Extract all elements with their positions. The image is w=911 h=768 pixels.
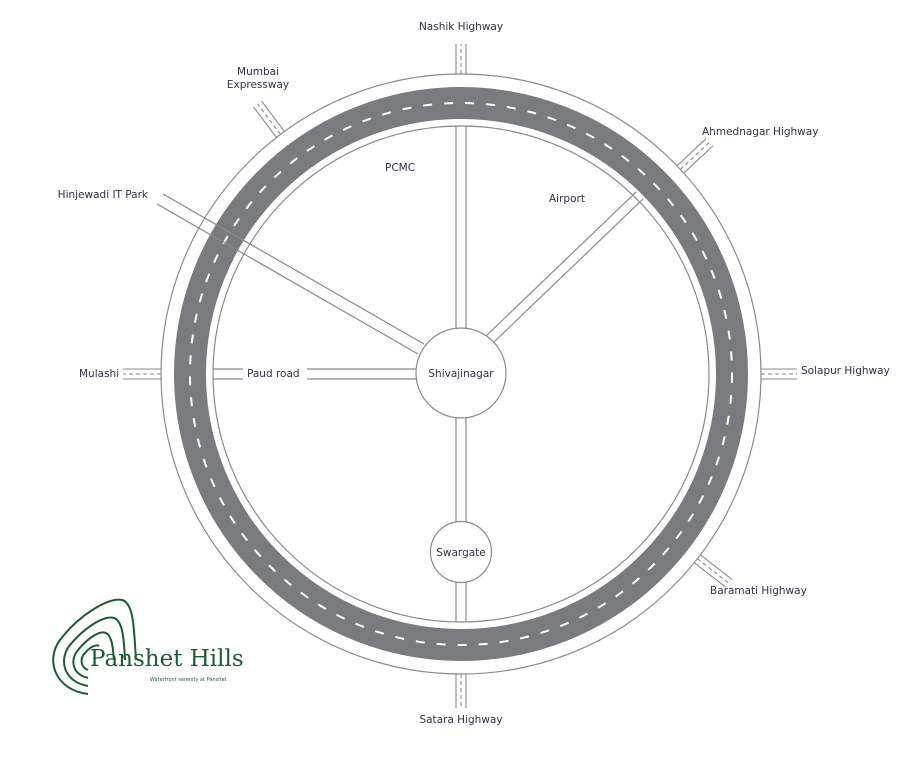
label-nashik-highway: Nashik Highway (418, 21, 504, 33)
label-ahmednagar-highway: Ahmednagar Highway (702, 126, 819, 138)
label-pcmc: PCMC (385, 162, 416, 174)
road-paud (213, 368, 243, 380)
label-hinjewadi-it-park: Hinjewadi IT Park (57, 189, 148, 201)
highway-stub-satara (455, 674, 467, 708)
label-mulashi: Mulashi (79, 368, 120, 380)
highway-stub-solapur (761, 368, 797, 380)
logo-title: Panshet Hills (90, 646, 244, 672)
hub-shivajinagar-label: Shivajinagar (428, 368, 494, 380)
road-airport (485, 191, 644, 344)
highway-stub-nashik (455, 44, 467, 74)
hub-shivajinagar (415, 327, 507, 419)
label-airport: Airport (549, 193, 585, 205)
road-paud-east (307, 368, 417, 380)
highway-stub-baramati (693, 554, 733, 588)
label-mumbai-expressway-line1: Mumbai (237, 66, 279, 78)
label-satara-highway: Satara Highway (419, 714, 503, 726)
highway-stub-mulashi (123, 368, 161, 380)
highway-stub-ahmednagar (676, 138, 714, 174)
road-south-swargate (455, 418, 467, 622)
inner-boundary (212, 125, 710, 623)
road-hinjewadi (156, 193, 425, 355)
highway-stub-mumbai (253, 100, 285, 138)
label-solapur-highway: Solapur Highway (801, 365, 890, 377)
label-mumbai-expressway-line2: Expressway (226, 79, 290, 91)
logo-tagline: Waterfront serenity at Panshet (150, 677, 227, 683)
hub-swargate-label: Swargate (436, 547, 486, 559)
ring-road-lane-marking (189, 102, 733, 646)
label-baramati-highway: Baramati Highway (710, 585, 807, 597)
hub-swargate (429, 520, 493, 584)
label-paud-road: Paud road (247, 368, 300, 380)
road-north-pcmc (455, 126, 467, 330)
panshet-hills-logo-icon (52, 598, 137, 695)
